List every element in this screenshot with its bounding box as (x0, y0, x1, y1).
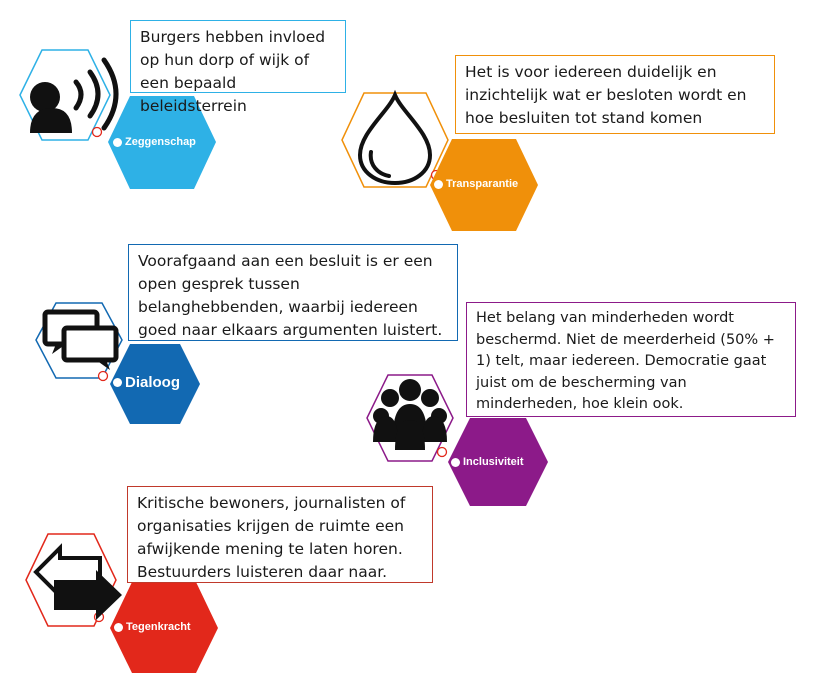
zeggenschap-description-box: Burgers hebben invloed op hun dorp of wi… (130, 20, 346, 115)
transparantie-hexagons (341, 89, 538, 231)
tegenkracht-label-dot (114, 622, 123, 632)
transparantie-label-text: Transparantie (446, 178, 519, 190)
inclusiviteit-description-text: Het belang van minderheden wordt bescher… (476, 310, 775, 412)
tegenkracht-filled-hexagon (110, 582, 218, 673)
zeggenschap-description-text: Burgers hebben invloed op hun dorp of wi… (140, 28, 326, 115)
zeggenschap-hexagons (19, 49, 216, 189)
transparantie-label-dot (434, 179, 443, 189)
tegenkracht-label: Tegenkracht (114, 621, 191, 633)
transparantie-filled-hexagon (430, 139, 538, 231)
chat-bubbles-icon (42, 309, 119, 370)
transparantie-description-box: Het is voor iedereen duidelijk en inzich… (455, 55, 775, 134)
speaking-head-icon (30, 57, 119, 133)
zeggenschap-label-text: Zeggenschap (125, 136, 196, 148)
dialoog-hexagons (35, 302, 200, 424)
transparantie-description-text: Het is voor iedereen duidelijk en inzich… (465, 63, 747, 127)
inclusiviteit-label-dot (451, 457, 460, 467)
inclusiviteit-connector-dot (436, 446, 448, 458)
transparantie-outline-hexagon (341, 92, 449, 188)
dialoog-label-dot (113, 378, 122, 387)
dialoog-label: Dialoog (113, 374, 180, 391)
dialoog-connector-dot (97, 370, 109, 382)
tegenkracht-hexagons (25, 533, 218, 673)
transparantie-label: Transparantie (434, 178, 518, 190)
dialoog-description-text: Voorafgaand aan een besluit is er een op… (138, 252, 443, 339)
tegenkracht-label-text: Tegenkracht (126, 621, 191, 633)
dialoog-filled-hexagon (110, 344, 200, 424)
inclusiviteit-label: Inclusiviteit (451, 456, 524, 468)
opposing-arrows-icon (33, 543, 122, 620)
inclusiviteit-filled-hexagon (448, 418, 548, 506)
tegenkracht-description-text: Kritische bewoners, journalisten of orga… (137, 494, 406, 581)
zeggenschap-filled-hexagon (108, 96, 216, 189)
zeggenschap-label-dot (113, 137, 122, 147)
tegenkracht-description-box: Kritische bewoners, journalisten of orga… (127, 486, 433, 583)
inclusiviteit-label-text: Inclusiviteit (463, 456, 524, 468)
dialoog-label-text: Dialoog (125, 374, 180, 391)
inclusiviteit-hexagons (366, 374, 548, 506)
dialoog-description-box: Voorafgaand aan een besluit is er een op… (128, 244, 458, 341)
water-drop-icon (357, 89, 433, 186)
group-of-people-icon (373, 379, 447, 450)
zeggenschap-connector-dot (91, 126, 103, 138)
inclusiviteit-description-box: Het belang van minderheden wordt bescher… (466, 302, 796, 417)
zeggenschap-label: Zeggenschap (113, 136, 196, 148)
